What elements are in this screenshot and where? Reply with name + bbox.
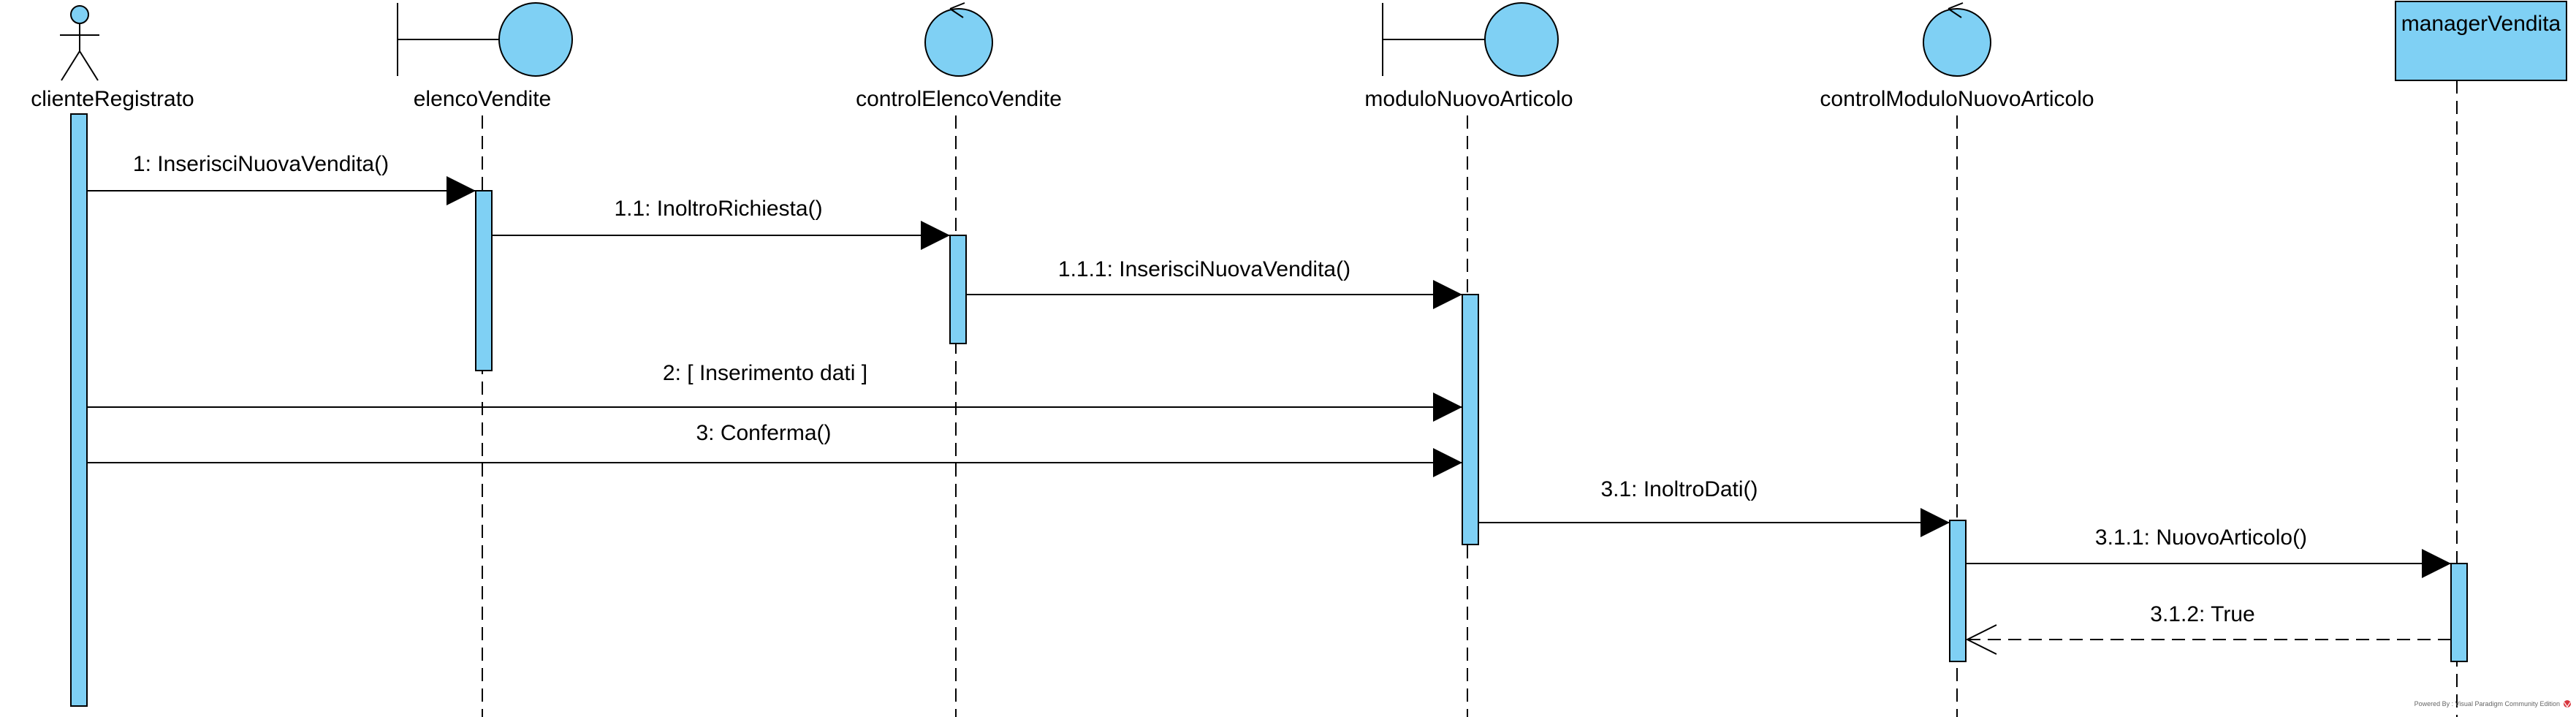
message-label: 3.1: InoltroDati() — [1600, 477, 1758, 501]
object-box — [2395, 1, 2567, 81]
participant-label-elencoVendite: elencoVendite — [414, 87, 552, 111]
return-arrowhead — [1965, 624, 1997, 655]
participant-label-controlModuloNuovoArticolo: controlModuloNuovoArticolo — [1820, 87, 2094, 111]
message-3: 3: Conferma() — [87, 421, 1462, 477]
message-1-1: 1.1: InoltroRichiesta() — [492, 197, 950, 250]
participant-label-controlElencoVendite: controlElencoVendite — [856, 87, 1062, 111]
control-head-controlModuloNuovoArticolo: controlModuloNuovoArticolo — [1820, 2, 2094, 111]
footer-text: Powered By : Visual Paradigm Community E… — [2414, 700, 2560, 707]
activation-managerVendita — [2450, 563, 2468, 662]
message-1-1-1: 1.1.1: InserisciNuovaVendita() — [966, 257, 1462, 309]
message-label: 2: [ Inserimento dati ] — [663, 361, 867, 385]
message-label: 3.1.2: True — [2150, 602, 2254, 626]
activation-moduloNuovoArticolo — [1462, 294, 1479, 545]
message-3-1: 3.1: InoltroDati() — [1478, 477, 1950, 537]
message-3-1-1: 3.1.1: NuovoArticolo() — [1966, 526, 2451, 578]
message-3-1-2-return: 3.1.2: True — [1965, 602, 2451, 655]
message-label: 3: Conferma() — [696, 421, 831, 445]
message-2: 2: [ Inserimento dati ] — [87, 361, 1462, 422]
message-1: 1: InserisciNuovaVendita() — [87, 152, 476, 205]
activation-controlModuloNuovoArticolo — [1949, 520, 1967, 662]
boundary-head-moduloNuovoArticolo: moduloNuovoArticolo — [1364, 2, 1573, 111]
participant-label-managerVendita: managerVendita — [2401, 12, 2561, 36]
activation-clienteRegistrato — [70, 113, 88, 707]
actor-icon — [60, 5, 99, 81]
activation-controlElencoVendite — [949, 235, 967, 344]
activation-elencoVendite — [475, 190, 493, 371]
boundary-icon — [1382, 2, 1559, 77]
control-icon — [1923, 2, 1991, 77]
vp-logo-icon — [2564, 700, 2571, 708]
message-label: 3.1.1: NuovoArticolo() — [2095, 526, 2307, 550]
participant-label-clienteRegistrato: clienteRegistrato — [31, 87, 194, 111]
footer: Powered By : Visual Paradigm Community E… — [2414, 700, 2571, 708]
participant-label-moduloNuovoArticolo: moduloNuovoArticolo — [1364, 87, 1573, 111]
control-head-controlElencoVendite: controlElencoVendite — [856, 2, 1062, 111]
boundary-head-elencoVendite: elencoVendite — [397, 2, 573, 111]
control-icon — [924, 2, 993, 77]
object-head-managerVendita: managerVendita — [2395, 1, 2567, 81]
message-label: 1: InserisciNuovaVendita() — [133, 152, 389, 176]
message-label: 1.1.1: InserisciNuovaVendita() — [1058, 257, 1350, 281]
actor-head-clienteRegistrato: clienteRegistrato — [31, 5, 194, 111]
message-label: 1.1: InoltroRichiesta() — [614, 197, 822, 221]
boundary-icon — [397, 2, 573, 77]
